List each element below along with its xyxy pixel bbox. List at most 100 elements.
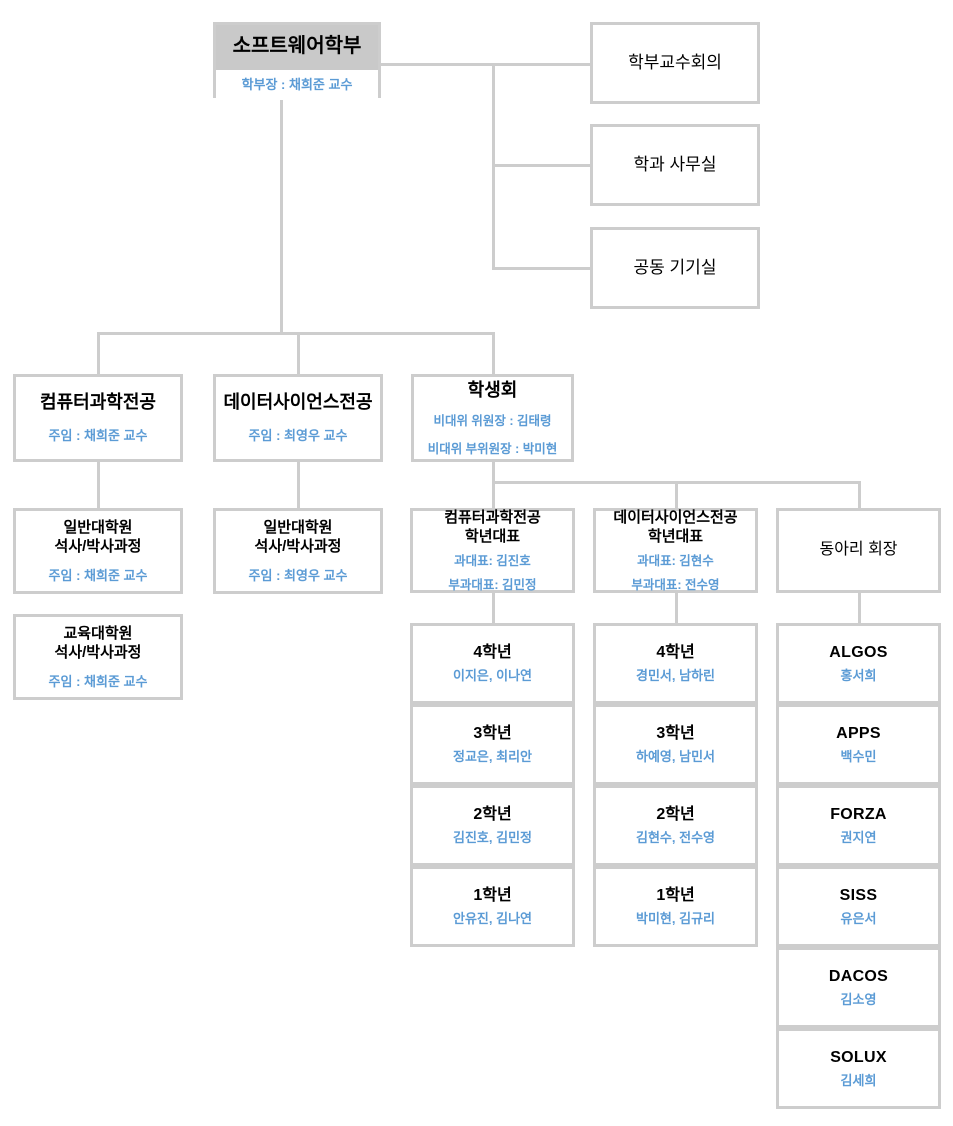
major-ds-title: 데이터사이언스전공 <box>223 392 373 413</box>
club-president-title: 동아리 회장 <box>819 541 898 559</box>
connector-ds-to-grad <box>297 462 300 508</box>
node-club-solux[interactable]: SOLUX 김세희 <box>776 1028 941 1109</box>
grade-ds-4-title: 4학년 <box>656 643 695 661</box>
node-major-data-science[interactable]: 데이터사이언스전공 주임 : 최영우 교수 <box>213 374 383 462</box>
connector-drop-classrep-ds <box>675 481 678 508</box>
classrep-ds-rep: 과대표: 김현수 <box>637 554 714 569</box>
node-grade-ds-3[interactable]: 3학년 하예영, 남민서 <box>593 704 758 785</box>
department-office-title: 학과 사무실 <box>633 155 717 175</box>
connector-cs-to-grad <box>97 462 100 508</box>
grade-cs-3-title: 3학년 <box>473 724 512 742</box>
connector-classrep-cs-to-grades <box>492 593 495 623</box>
grad-education-cs-head: 주임 : 채희준 교수 <box>48 674 148 690</box>
connector-drop-clubleader <box>858 481 861 508</box>
connector-classrep-ds-to-grades <box>675 593 678 623</box>
connector-support-2 <box>492 164 592 167</box>
classrep-cs-vice-rep: 부과대표: 김민정 <box>448 577 537 592</box>
major-ds-head: 주임 : 최영우 교수 <box>248 428 348 444</box>
node-grade-ds-2[interactable]: 2학년 김현수, 전수영 <box>593 785 758 866</box>
grade-cs-1-title: 1학년 <box>473 886 512 904</box>
grad-general-cs-line1: 일반대학원 <box>63 518 133 536</box>
grade-ds-2-title: 2학년 <box>656 805 695 823</box>
node-grade-ds-1[interactable]: 1학년 박미현, 김규리 <box>593 866 758 947</box>
connector-support-3 <box>492 267 592 270</box>
club-dacos-title: DACOS <box>828 968 889 986</box>
connector-root-right-stub <box>380 63 495 66</box>
club-apps-title: APPS <box>836 725 881 743</box>
grad-general-ds-line1: 일반대학원 <box>263 518 333 536</box>
connector-clubleader-to-clubs <box>858 593 861 623</box>
root-title: 소프트웨어학부 <box>216 25 378 70</box>
faculty-meeting-title: 학부교수회의 <box>628 53 722 73</box>
node-club-algos[interactable]: ALGOS 홍서희 <box>776 623 941 704</box>
node-grade-cs-2[interactable]: 2학년 김진호, 김민정 <box>410 785 575 866</box>
club-dacos-leader: 김소영 <box>840 991 877 1007</box>
grade-cs-1-members: 안유진, 김나연 <box>453 911 532 927</box>
node-grad-general-ds[interactable]: 일반대학원 석사/박사과정 주임 : 최영우 교수 <box>213 508 383 594</box>
node-classrep-header-cs[interactable]: 컴퓨터과학전공 학년대표 과대표: 김진호 부과대표: 김민정 <box>410 508 575 593</box>
connector-council-trunk <box>492 462 495 483</box>
club-apps-leader: 백수민 <box>840 748 877 764</box>
connector-drop-cs <box>97 332 100 374</box>
grade-ds-4-members: 경민서, 남하린 <box>636 668 715 684</box>
student-council-vice-chair: 비대위 부위원장 : 박미현 <box>427 441 558 456</box>
node-club-president[interactable]: 동아리 회장 <box>776 508 941 593</box>
classrep-cs-line2: 학년대표 <box>464 528 521 545</box>
club-forza-leader: 권지연 <box>840 829 877 845</box>
node-club-forza[interactable]: FORZA 권지연 <box>776 785 941 866</box>
grade-ds-1-members: 박미현, 김규리 <box>636 911 715 927</box>
club-solux-leader: 김세희 <box>840 1072 877 1088</box>
student-council-title: 학생회 <box>467 379 518 400</box>
grade-ds-3-members: 하예영, 남민서 <box>636 749 715 765</box>
node-grad-education-cs[interactable]: 교육대학원 석사/박사과정 주임 : 채희준 교수 <box>13 614 183 700</box>
major-cs-head: 주임 : 채희준 교수 <box>48 428 148 444</box>
grade-cs-3-members: 정교은, 최리안 <box>453 749 532 765</box>
node-faculty-meeting[interactable]: 학부교수회의 <box>590 22 760 104</box>
connector-department-bus <box>97 332 495 335</box>
node-major-computer-science[interactable]: 컴퓨터과학전공 주임 : 채희준 교수 <box>13 374 183 462</box>
node-grad-general-cs[interactable]: 일반대학원 석사/박사과정 주임 : 채희준 교수 <box>13 508 183 594</box>
classrep-ds-vice-rep: 부과대표: 전수영 <box>631 577 720 592</box>
node-classrep-header-ds[interactable]: 데이터사이언스전공 학년대표 과대표: 김현수 부과대표: 전수영 <box>593 508 758 593</box>
connector-drop-classrep-cs <box>492 481 495 508</box>
club-solux-title: SOLUX <box>830 1049 887 1067</box>
node-club-siss[interactable]: SISS 유은서 <box>776 866 941 947</box>
grade-cs-2-title: 2학년 <box>473 805 512 823</box>
grad-general-cs-line2: 석사/박사과정 <box>54 537 142 555</box>
grade-ds-2-members: 김현수, 전수영 <box>636 830 715 846</box>
node-grade-cs-1[interactable]: 1학년 안유진, 김나연 <box>410 866 575 947</box>
node-club-apps[interactable]: APPS 백수민 <box>776 704 941 785</box>
connector-root-trunk <box>280 97 283 335</box>
root-subtitle: 학부장 : 채희준 교수 <box>216 69 378 100</box>
node-root-department[interactable]: 소프트웨어학부 학부장 : 채희준 교수 <box>213 22 381 100</box>
connector-drop-council <box>492 332 495 374</box>
club-forza-title: FORZA <box>830 806 887 824</box>
classrep-ds-line1: 데이터사이언스전공 <box>613 508 738 526</box>
grad-education-cs-line2: 석사/박사과정 <box>54 643 142 661</box>
grade-cs-2-members: 김진호, 김민정 <box>453 830 532 846</box>
classrep-cs-line1: 컴퓨터과학전공 <box>444 508 541 526</box>
grade-ds-1-title: 1학년 <box>656 886 695 904</box>
classrep-ds-line2: 학년대표 <box>647 528 704 545</box>
node-department-office[interactable]: 학과 사무실 <box>590 124 760 206</box>
grade-cs-4-members: 이지은, 이나연 <box>453 668 532 684</box>
grad-general-ds-head: 주임 : 최영우 교수 <box>248 568 348 584</box>
grad-general-cs-head: 주임 : 채희준 교수 <box>48 568 148 584</box>
grad-general-ds-line2: 석사/박사과정 <box>254 537 342 555</box>
grade-ds-3-title: 3학년 <box>656 724 695 742</box>
club-siss-leader: 유은서 <box>840 910 877 926</box>
club-siss-title: SISS <box>839 887 878 905</box>
grad-education-cs-line1: 교육대학원 <box>63 624 133 642</box>
club-algos-title: ALGOS <box>829 644 888 662</box>
student-council-chair: 비대위 위원장 : 김태령 <box>433 414 552 429</box>
node-grade-cs-3[interactable]: 3학년 정교은, 최리안 <box>410 704 575 785</box>
node-grade-cs-4[interactable]: 4학년 이지은, 이나연 <box>410 623 575 704</box>
node-shared-lab[interactable]: 공동 기기실 <box>590 227 760 309</box>
node-grade-ds-4[interactable]: 4학년 경민서, 남하린 <box>593 623 758 704</box>
node-student-council[interactable]: 학생회 비대위 위원장 : 김태령 비대위 부위원장 : 박미현 <box>411 374 574 462</box>
classrep-cs-rep: 과대표: 김진호 <box>454 554 531 569</box>
node-club-dacos[interactable]: DACOS 김소영 <box>776 947 941 1028</box>
connector-drop-ds <box>297 332 300 374</box>
club-algos-leader: 홍서희 <box>840 667 877 683</box>
